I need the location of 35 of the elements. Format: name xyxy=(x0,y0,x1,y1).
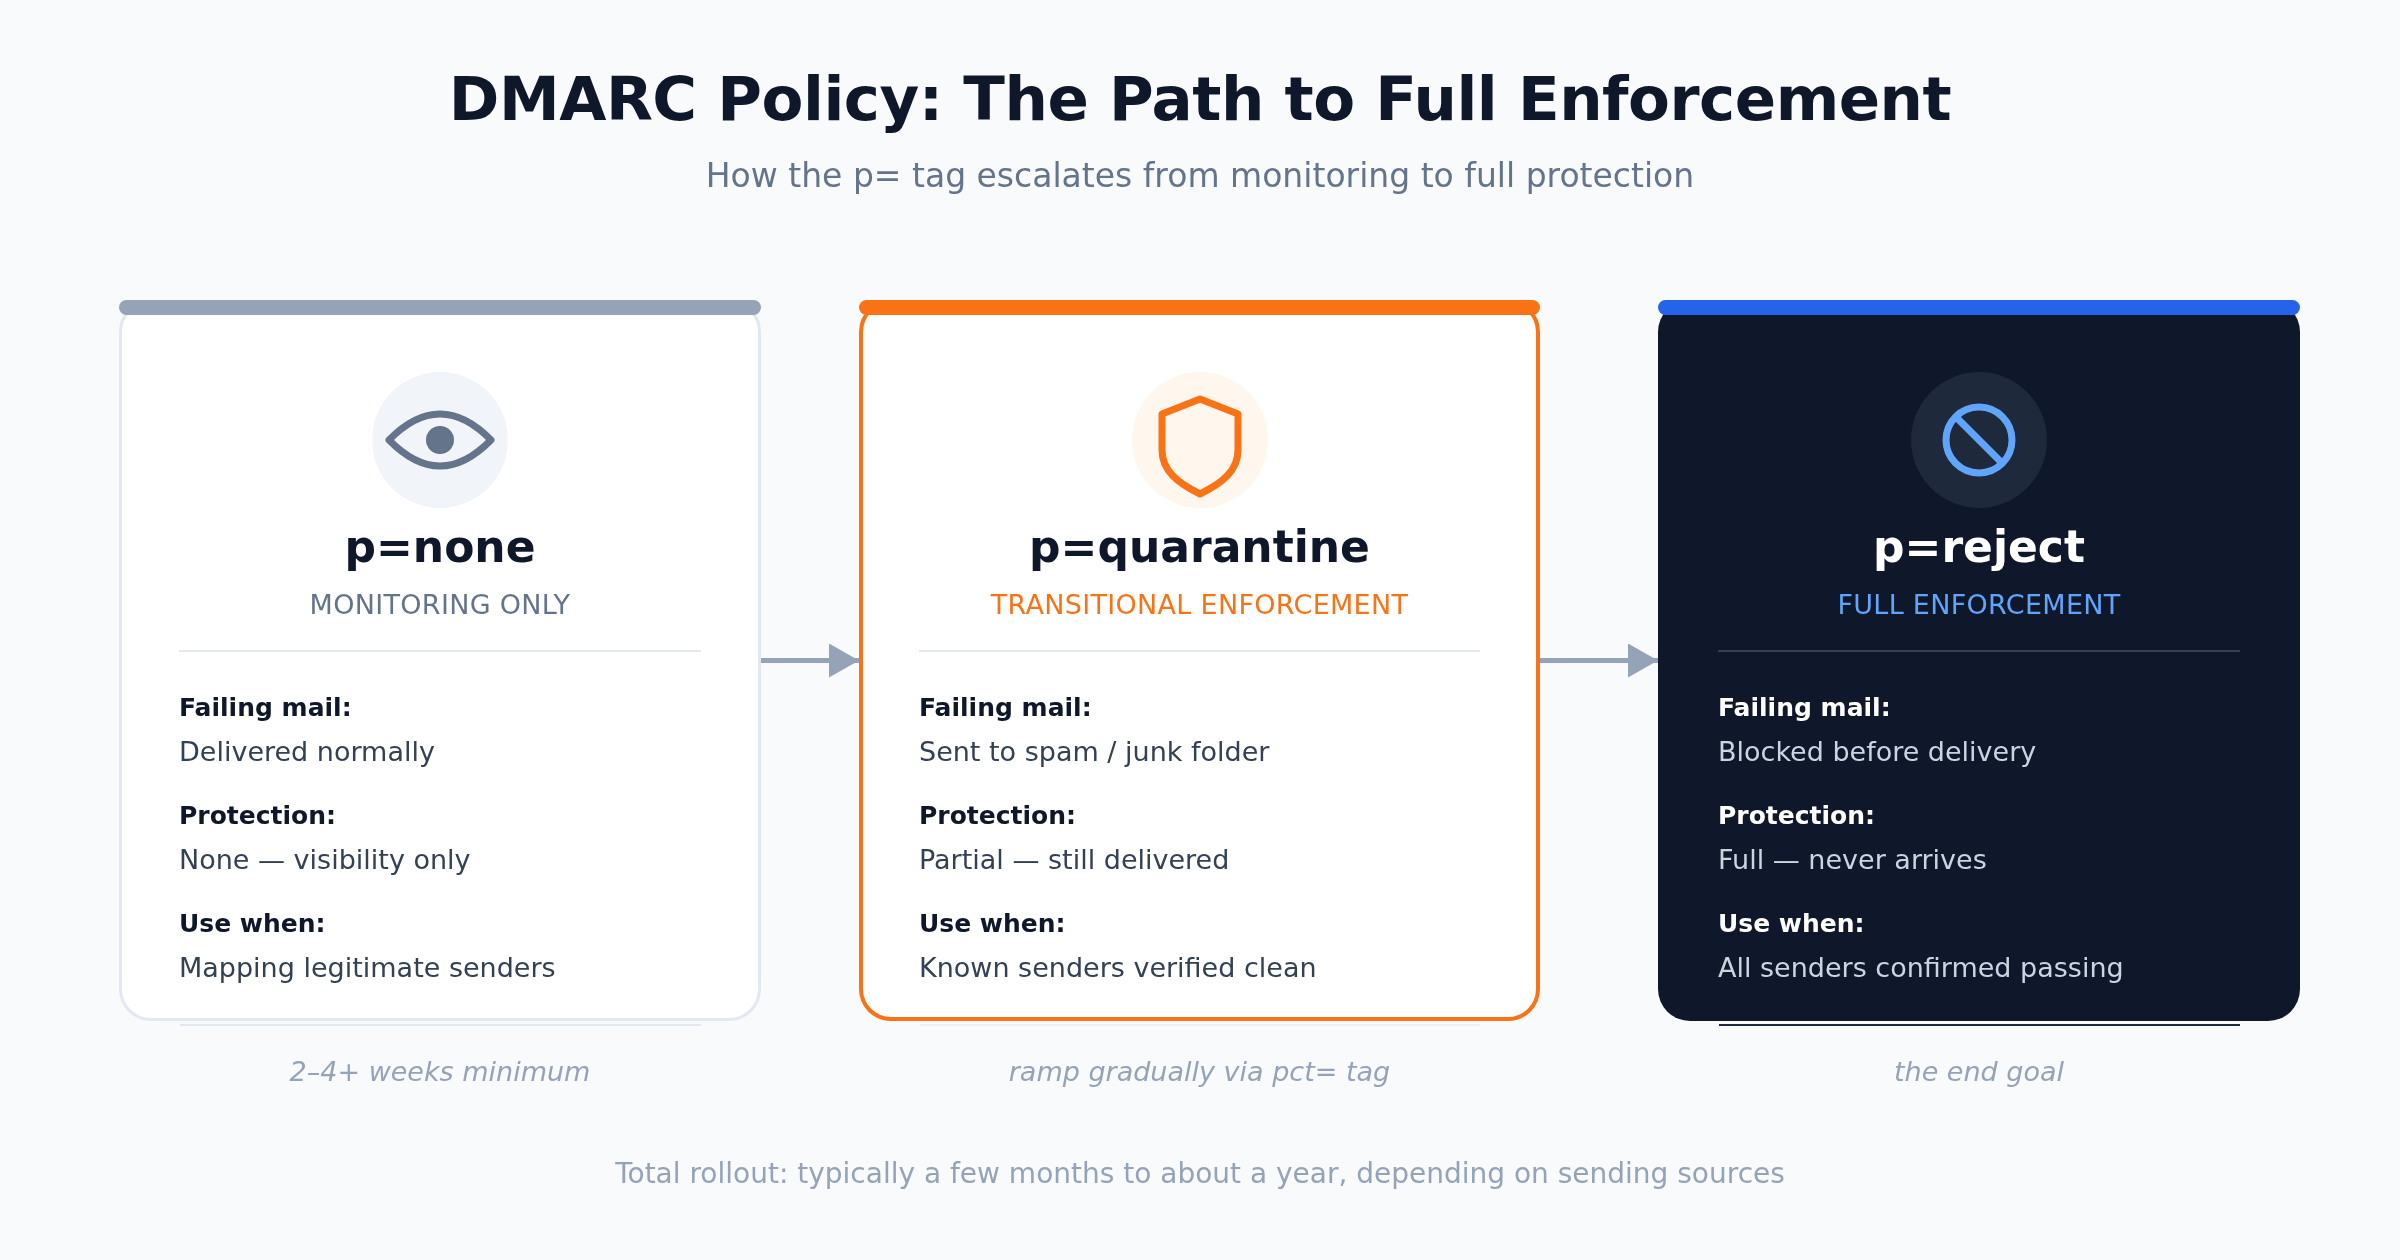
field-label: Failing mail: xyxy=(919,692,1092,724)
title: DMARC Policy: The Path to Full Enforcement xyxy=(448,62,1952,136)
field-value: All senders confirmed passing xyxy=(1718,951,2124,985)
field-label: Use when: xyxy=(919,908,1066,940)
field-label: Use when: xyxy=(179,908,326,940)
duration-note: the end goal xyxy=(1893,1055,2064,1089)
footnote: Total rollout: typically a few months to about a year, depending on sending sources xyxy=(615,1156,1785,1192)
field-label: Failing mail: xyxy=(179,692,352,724)
field-label: Protection: xyxy=(1718,800,1876,832)
duration-note: ramp gradually via pct= tag xyxy=(1008,1055,1391,1089)
policy-name: p=quarantine xyxy=(1029,520,1370,574)
field-value: Blocked before delivery xyxy=(1718,735,2037,769)
arrow xyxy=(761,643,859,678)
subtitle: How the p= tag escalates from monitoring to full protection xyxy=(705,155,1695,197)
field-value: Mapping legitimate senders xyxy=(179,951,556,985)
field-label: Protection: xyxy=(179,800,337,832)
field-value: Full — never arrives xyxy=(1718,843,1987,877)
policy-name: p=reject xyxy=(1873,520,2085,574)
policy-card xyxy=(1658,300,2300,1021)
field-label: Protection: xyxy=(919,800,1077,832)
field-label: Failing mail: xyxy=(1718,692,1891,724)
field-label: Use when: xyxy=(1718,908,1865,940)
field-value: Delivered normally xyxy=(179,735,435,769)
policy-card xyxy=(859,300,1540,1021)
policy-level: FULL ENFORCEMENT xyxy=(1837,588,2121,622)
field-value: None — visibility only xyxy=(179,843,471,877)
policy-level: TRANSITIONAL ENFORCEMENT xyxy=(990,588,1409,622)
policy-name: p=none xyxy=(344,520,536,574)
field-value: Sent to spam / junk folder xyxy=(919,735,1270,769)
arrow xyxy=(1540,643,1658,678)
policy-card xyxy=(119,300,761,1021)
duration-note: 2–4+ weeks minimum xyxy=(289,1055,591,1089)
field-value: Partial — still delivered xyxy=(919,843,1230,877)
field-value: Known senders verified clean xyxy=(919,951,1317,985)
policy-level: MONITORING ONLY xyxy=(309,588,571,622)
